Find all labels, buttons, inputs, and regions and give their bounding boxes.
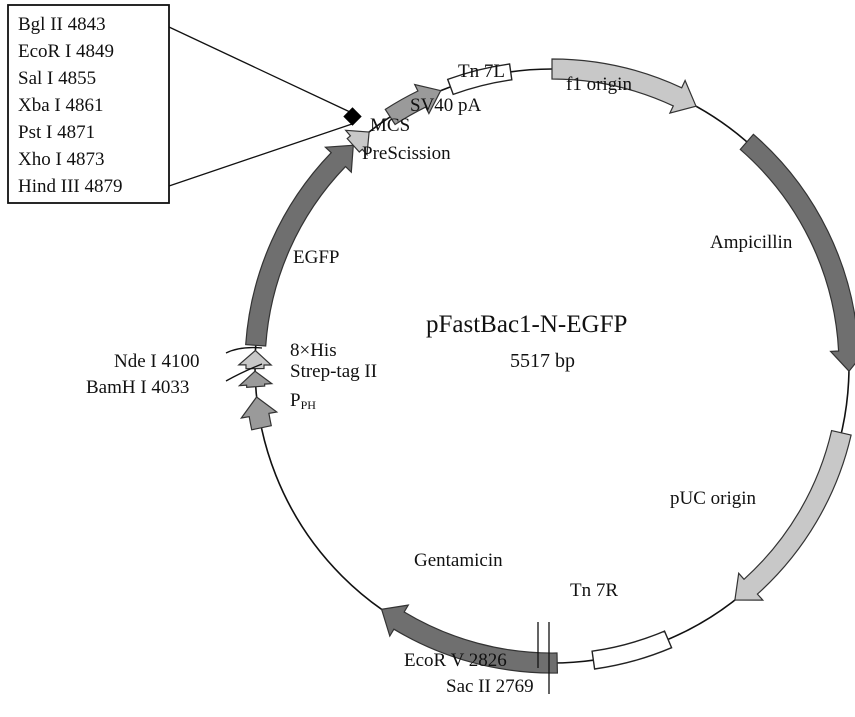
mcs-leader-top bbox=[168, 26, 351, 113]
his-tag-arrow bbox=[237, 349, 273, 370]
pph-promoter-label: PPH bbox=[290, 390, 316, 412]
mcs-site-bglii: Bgl II 4843 bbox=[18, 14, 106, 35]
puc-origin-arrow bbox=[734, 429, 852, 601]
sv40pa-label: SV40 pA bbox=[410, 95, 482, 116]
pph-promoter-arrow bbox=[239, 396, 279, 431]
mcs-leader-bottom bbox=[168, 123, 353, 187]
mcs-site-xbai: Xba I 4861 bbox=[18, 95, 103, 116]
f1-origin-label: f1 origin bbox=[566, 74, 632, 95]
prescission-arrow bbox=[344, 129, 370, 157]
ndei-leader bbox=[225, 346, 263, 354]
mcs-site-sali: Sal I 4855 bbox=[18, 68, 96, 89]
plasmid-name: pFastBac1-N-EGFP bbox=[426, 311, 627, 338]
mcs-site-ecori: EcoR I 4849 bbox=[18, 41, 114, 62]
strep-tag-label: Strep-tag II bbox=[290, 361, 377, 382]
mcs-site-hindiii: Hind III 4879 bbox=[18, 176, 122, 197]
ndei-site-label: Nde I 4100 bbox=[114, 351, 199, 372]
ampicillin-arrow bbox=[739, 133, 855, 373]
egfp-arrow bbox=[245, 144, 354, 347]
tn7l-label: Tn 7L bbox=[458, 61, 505, 82]
gentamicin-arrow bbox=[380, 604, 559, 674]
tn7l-box bbox=[446, 63, 513, 96]
f1-origin-arrow bbox=[551, 58, 697, 115]
bamhi-leader bbox=[225, 363, 263, 382]
mcs-marker bbox=[343, 107, 362, 126]
strep-tag-arrow bbox=[237, 370, 274, 388]
plasmid-size: 5517 bp bbox=[510, 350, 575, 372]
puc-origin-label: pUC origin bbox=[670, 488, 757, 509]
mcs-site-box: Bgl II 4843 EcoR I 4849 Sal I 4855 Xba I… bbox=[7, 4, 170, 204]
prescission-label: PreScission bbox=[362, 143, 451, 164]
tn7r-label: Tn 7R bbox=[570, 580, 618, 601]
pph-main: P bbox=[290, 390, 301, 411]
tn7r-box bbox=[591, 630, 673, 670]
mcs-site-psti: Pst I 4871 bbox=[18, 122, 95, 143]
egfp-label: EGFP bbox=[293, 247, 339, 268]
ampicillin-label: Ampicillin bbox=[710, 232, 793, 253]
sv40pa-arrow bbox=[384, 83, 442, 126]
bamhi-site-label: BamH I 4033 bbox=[86, 377, 189, 398]
mcs-site-xhoi: Xho I 4873 bbox=[18, 149, 105, 170]
his-tag-label: 8×His bbox=[290, 340, 337, 361]
sacii-site-label: Sac II 2769 bbox=[446, 676, 534, 697]
pph-subscript: PH bbox=[301, 398, 317, 412]
gentamicin-label: Gentamicin bbox=[414, 550, 503, 571]
ecorv-site-label: EcoR V 2826 bbox=[404, 650, 507, 671]
mcs-label: MCS bbox=[370, 115, 410, 136]
